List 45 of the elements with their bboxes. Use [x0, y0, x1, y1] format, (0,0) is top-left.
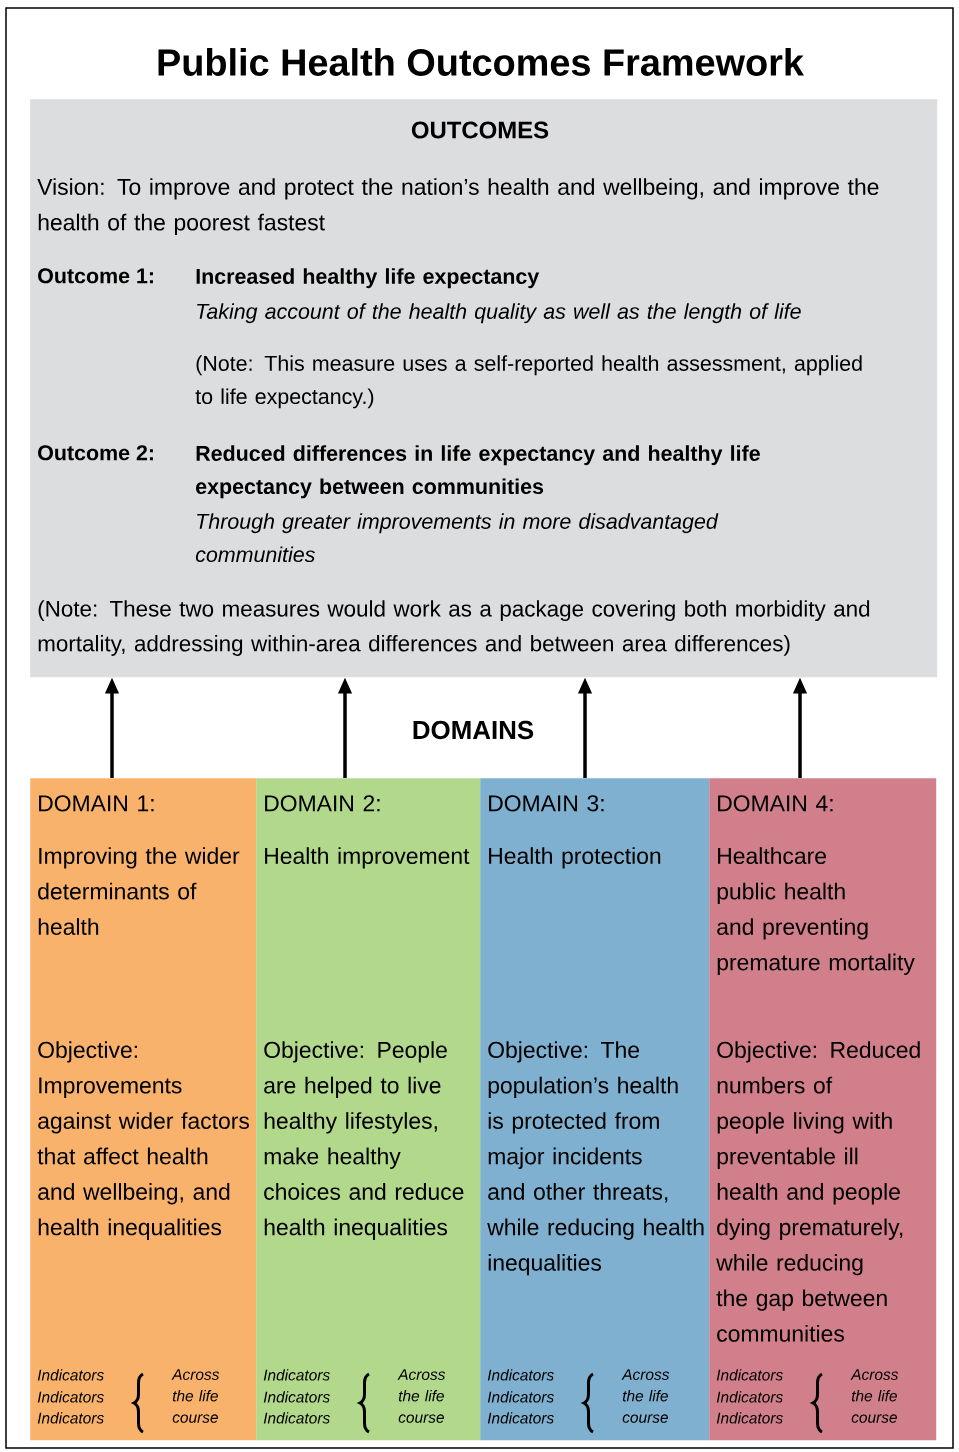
- domain-column: [30, 778, 257, 1441]
- domain-name: Health improvement: [265, 847, 470, 869]
- objective-text: Objective: Improvements against wider factors that affect health and wellbeing, and health inequalities: [37, 1041, 249, 1240]
- objective-text: Objective: People are helped to live healthy lifestyles, make healthy choices and reduce health inequalities: [264, 1041, 464, 1240]
- domain-heading: DOMAIN 4:: [718, 795, 833, 812]
- domain-column: [480, 778, 710, 1441]
- heading: OUTCOMES: [411, 121, 549, 139]
- outcome-label: Outcome 2:: [38, 445, 153, 461]
- domain-column: [709, 778, 937, 1441]
- domain-column: [256, 778, 481, 1441]
- life-course-text: Across the life course: [397, 1369, 446, 1423]
- indicator-text: Indicators: [487, 1391, 554, 1403]
- indicator-text: Indicators: [263, 1369, 330, 1381]
- indicator-text: Indicators: [716, 1412, 783, 1424]
- indicator-text: Indicators: [263, 1391, 330, 1403]
- life-course-text: Across the life course: [850, 1369, 899, 1423]
- objective-text: Objective: Reduced numbers of people living with preventable ill health and people dying prematurely, while reducing the gap between communities: [716, 1041, 920, 1342]
- outcomes-panel: [30, 99, 938, 678]
- indicator-text: Indicators: [263, 1412, 330, 1424]
- indicator-text: Indicators: [716, 1391, 783, 1403]
- vision-text: Vision: To improve and protect the nation’s health and wellbeing, and improve the health of the poorest fastest: [37, 178, 879, 235]
- indicator-text: Indicators: [487, 1369, 554, 1381]
- indicator-text: Indicators: [37, 1391, 104, 1403]
- outcome-label: Outcome 1:: [38, 268, 153, 284]
- outcome-description: Through greater improvements in more disadvantaged communities: [195, 513, 719, 563]
- domain-name: Improving the wider determinants of health: [38, 847, 240, 935]
- life-course-text: Across the life course: [621, 1369, 670, 1423]
- indicator-text: Indicators: [716, 1369, 783, 1381]
- domain-name: Health protection: [489, 847, 661, 869]
- domain-name: Healthcare public health and preventing premature mortality: [717, 847, 915, 975]
- section-heading: DOMAINS: [413, 720, 534, 740]
- outcome-title: Increased healthy life expectancy: [196, 268, 540, 289]
- outcome-title: Reduced differences in life expectancy and healthy life expectancy between communities: [196, 445, 760, 499]
- domain-heading: DOMAIN 3:: [489, 795, 604, 812]
- note-text: (Note: These two measures would work as a package covering both morbidity and mortality, addressing within-area differences and between area differences): [38, 600, 870, 656]
- indicator-text: Indicators: [487, 1412, 554, 1424]
- life-course-text: Across the life course: [171, 1369, 220, 1423]
- indicator-text: Indicators: [37, 1412, 104, 1424]
- domain-heading: DOMAIN 1:: [39, 795, 154, 812]
- title: Public Health Outcomes Framework: [158, 48, 804, 76]
- outcome-description: Taking account of the health quality as well as the length of life: [197, 303, 801, 324]
- domain-heading: DOMAIN 2:: [265, 795, 380, 812]
- indicator-text: Indicators: [37, 1369, 104, 1381]
- note-text: (Note: This measure uses a self-reported health assessment, applied to life expectancy.): [195, 355, 862, 409]
- objective-text: Objective: The population’s health is protected from major incidents and other threats, while reducing health inequalities: [487, 1041, 704, 1276]
